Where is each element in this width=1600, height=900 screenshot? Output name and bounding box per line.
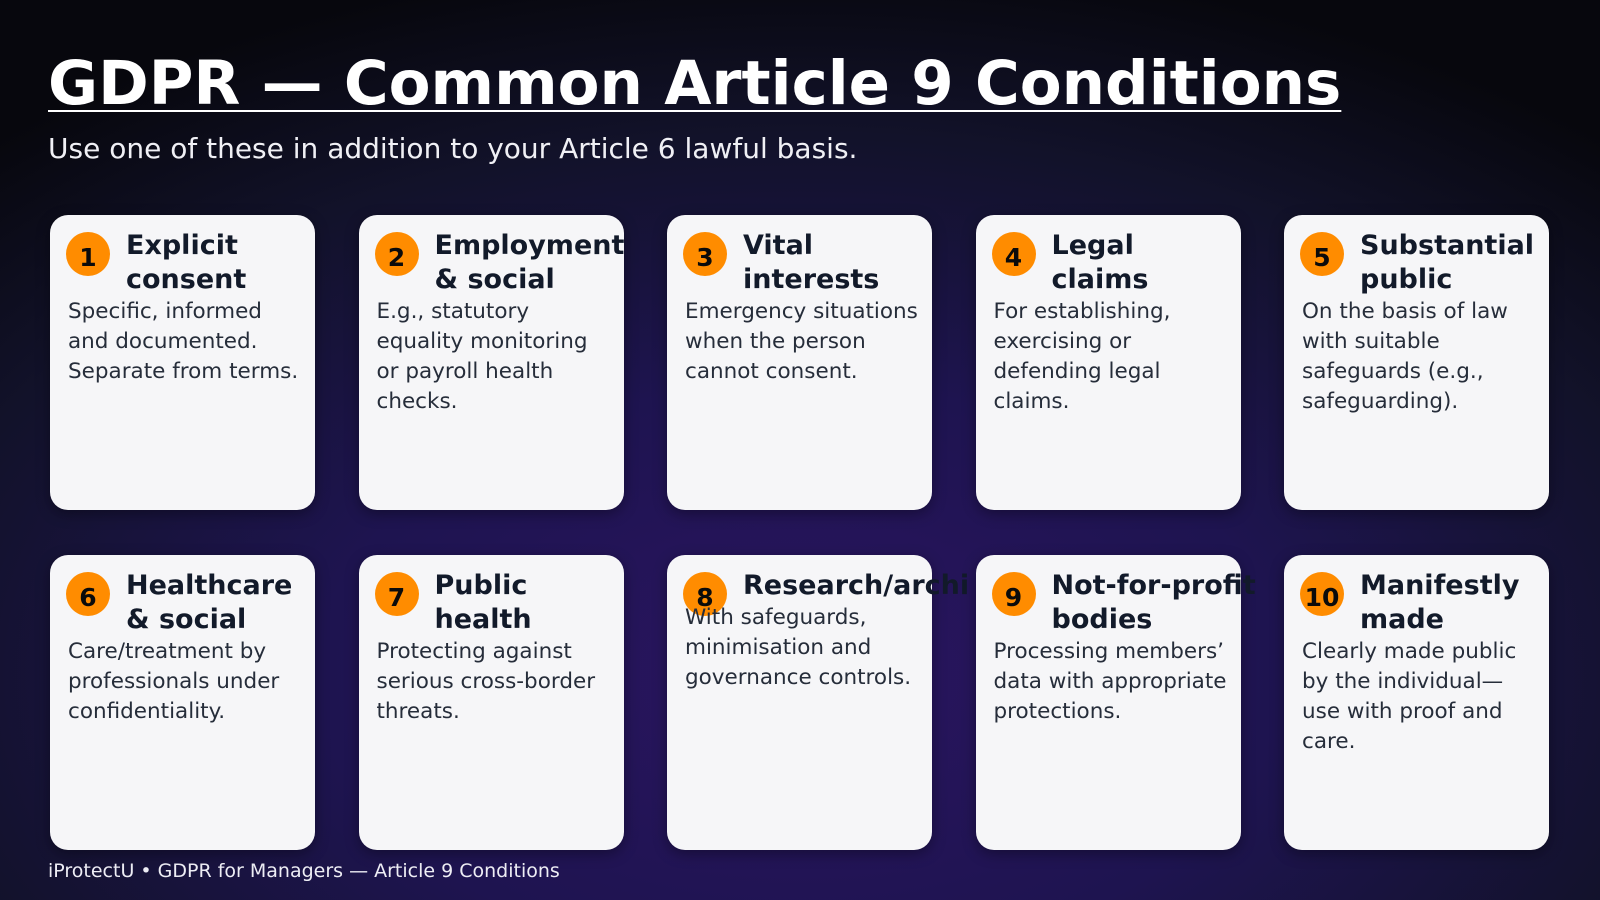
number-badge: 4 — [991, 232, 1036, 276]
card-title-line: & social — [434, 264, 555, 295]
number-badge: 7 — [374, 572, 419, 616]
card-title-line: Explicit — [126, 230, 238, 261]
number-badge: 2 — [374, 232, 419, 276]
card-title-line: claims — [1051, 264, 1149, 295]
card-description: Care/treatment by professionals under co… — [68, 639, 280, 724]
card-title-line: bodies — [1051, 604, 1153, 635]
number-badge: 6 — [66, 572, 110, 616]
card-title-line: Healthcare — [126, 570, 293, 601]
card-description: Processing members’ data with appropriat… — [993, 639, 1227, 724]
card-title-line: & social — [126, 604, 247, 635]
card-title-line: Research/archi — [743, 570, 970, 601]
number-badge: 3 — [683, 232, 727, 276]
card-title: Healthcare& social — [126, 569, 292, 637]
card-title: Employment& social — [435, 229, 625, 297]
card-description: On the basis of law with suitable safegu… — [1302, 299, 1508, 414]
card-description: With safeguards, minimisation and govern… — [685, 605, 912, 690]
card-title-line: interests — [743, 264, 880, 295]
card-title-line: Manifestly — [1360, 570, 1520, 601]
page-subtitle: Use one of these in addition to your Art… — [48, 132, 858, 165]
card-title-line: made — [1360, 604, 1444, 635]
card-title-line: Vital — [743, 230, 814, 261]
card-title-line: Employment — [434, 230, 625, 261]
card-title-line: Public — [434, 570, 528, 601]
card-description: For establishing, exercising or defendin… — [993, 299, 1171, 414]
card-description: E.g., statutory equality monitoring or p… — [376, 299, 588, 414]
card-title-line: public — [1360, 264, 1453, 295]
number-badge: 8 — [683, 572, 727, 616]
card-description: Protecting against serious cross-border … — [376, 639, 596, 724]
card-title-line: Substantial — [1360, 230, 1535, 261]
card-title-line: health — [434, 604, 532, 635]
footer-text: iProtectU • GDPR for Managers — Article … — [48, 860, 560, 882]
number-badge: 5 — [1300, 232, 1344, 276]
number-badge: 10 — [1300, 572, 1344, 616]
card-title-line: Not-for-profit — [1051, 570, 1256, 601]
card-title-line: Legal — [1051, 230, 1134, 261]
card-description: Specific, informed and documented. Separ… — [68, 299, 299, 384]
page-title: GDPR — Common Article 9 Conditions — [48, 48, 1342, 119]
number-badge: 1 — [66, 232, 110, 276]
card-description: Clearly made public by the individual—us… — [1302, 639, 1517, 754]
card-title-line: consent — [126, 264, 247, 295]
card-title: Research/archi — [743, 569, 969, 603]
number-badge: 9 — [991, 572, 1036, 616]
card-description: Emergency situations when the person can… — [685, 299, 918, 384]
